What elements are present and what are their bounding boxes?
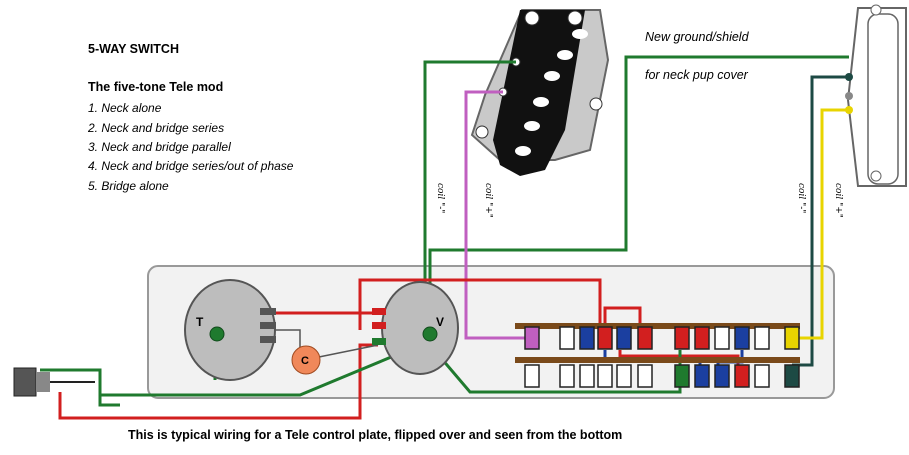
tone-label: T (196, 315, 204, 329)
mod-title: The five-tone Tele mod (88, 80, 224, 94)
switch-lugs-top (524, 326, 800, 350)
bridge-coil-minus-label: coil "-" (435, 183, 445, 214)
bridge-pickup (470, 9, 610, 176)
volume-label: V (436, 315, 444, 329)
neck-coil-minus-label: coil "-" (796, 183, 806, 214)
output-jack[interactable] (13, 367, 95, 397)
neck-coil-plus-label: coil "+" (833, 183, 843, 218)
diagram-title: 5-WAY SWITCH (88, 42, 179, 56)
mode-item: 4. Neck and bridge series/out of phase (88, 159, 294, 173)
diagram-caption: This is typical wiring for a Tele contro… (128, 428, 623, 442)
mode-item: 5. Bridge alone (88, 179, 169, 193)
volume-pot[interactable] (372, 281, 459, 375)
capacitor-label: C (301, 355, 309, 367)
neck-pickup (845, 4, 907, 187)
mode-item: 2. Neck and bridge series (88, 121, 225, 135)
capacitor (291, 345, 321, 375)
mode-item: 3. Neck and bridge parallel (88, 140, 231, 154)
bridge-coil-plus-label: coil "+" (483, 183, 493, 218)
tone-pot[interactable] (184, 279, 276, 381)
five-way-switch[interactable] (515, 323, 800, 388)
neck-ground-note-line2: for neck pup cover (645, 68, 748, 82)
mode-item: 1. Neck alone (88, 101, 162, 115)
switch-lugs-bottom (524, 364, 800, 388)
neck-ground-note: New ground/shield (645, 30, 749, 44)
